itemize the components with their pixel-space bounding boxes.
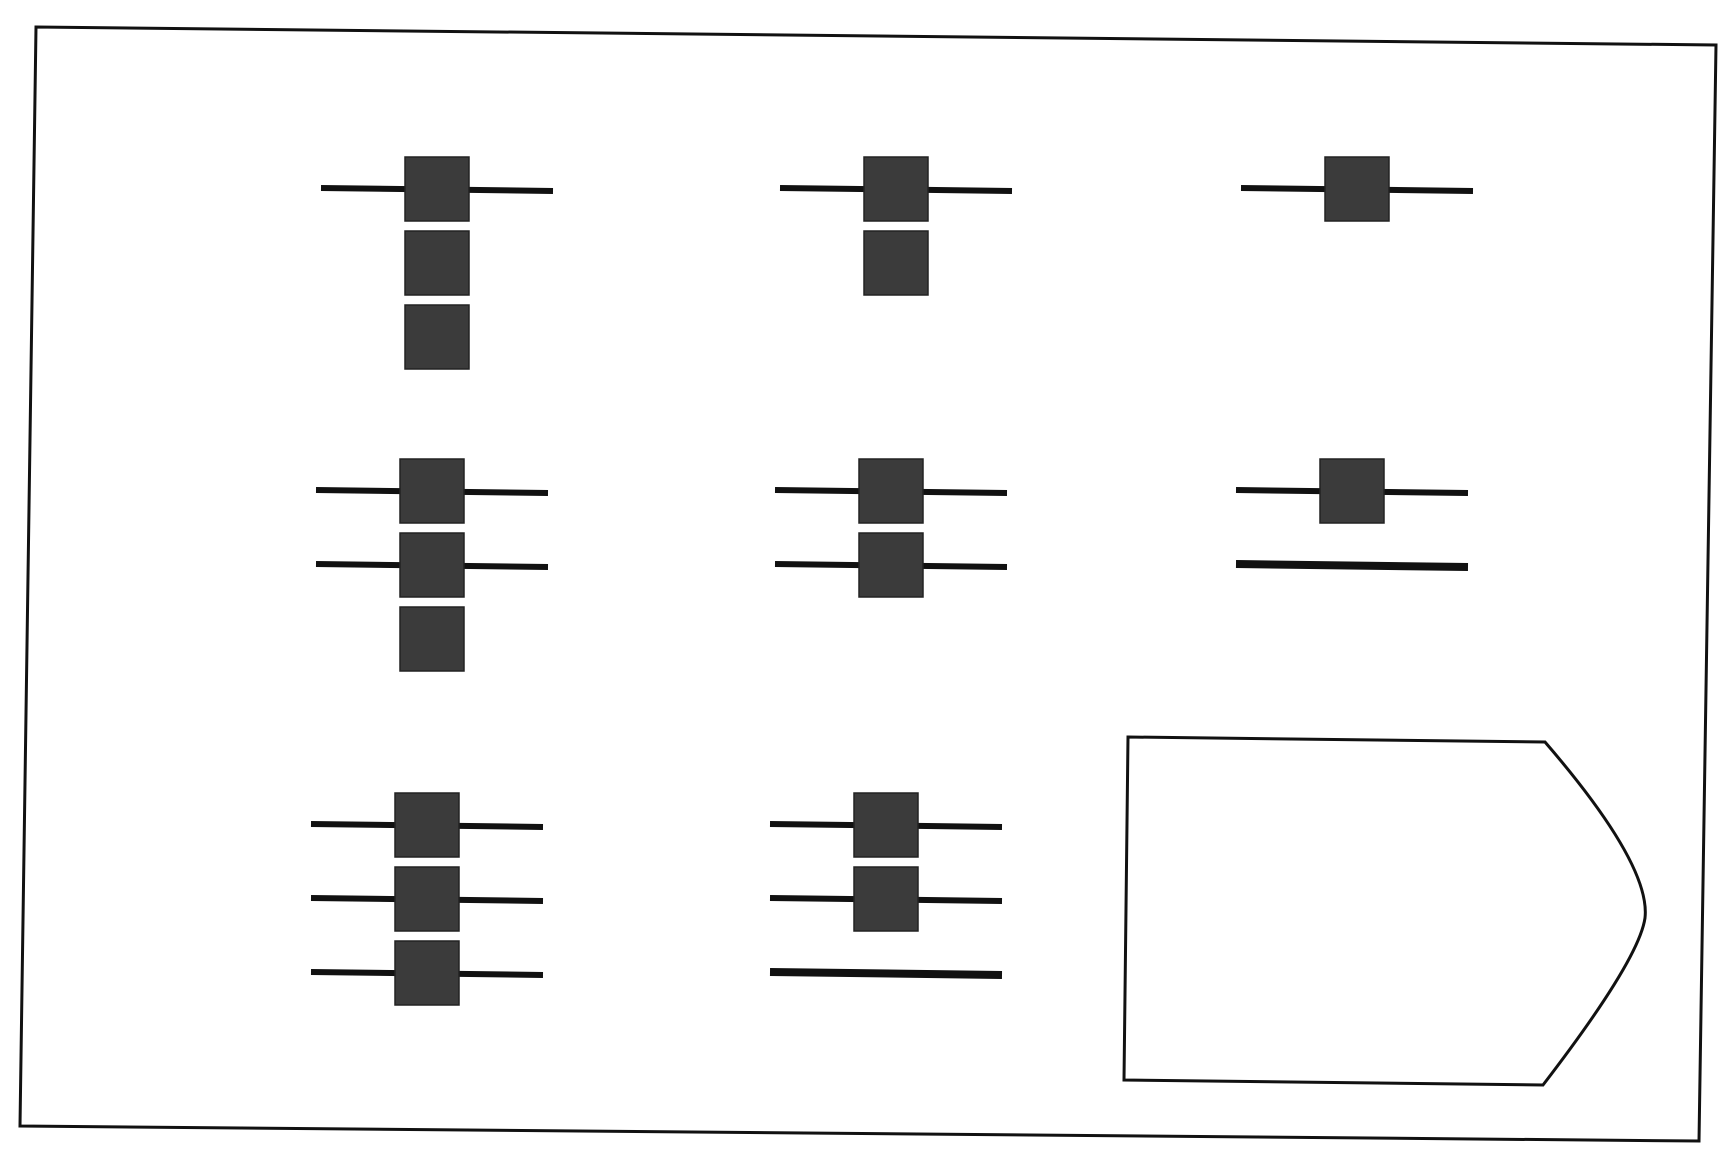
cell-r1-c2 — [779, 156, 1013, 296]
cell-r1-c3 — [1240, 156, 1474, 222]
dark-square — [399, 458, 465, 524]
dark-square — [1324, 156, 1390, 222]
cell-r3-c2 — [769, 792, 1003, 979]
dark-square — [399, 606, 465, 672]
outer-frame — [18, 25, 1718, 1143]
dark-square — [863, 156, 929, 222]
dark-square — [858, 532, 924, 598]
horizontal-bar — [769, 968, 1003, 979]
dark-square — [404, 230, 470, 296]
cell-r1-c1 — [320, 156, 554, 370]
dark-square — [404, 156, 470, 222]
answer-slot — [1122, 735, 1647, 1087]
dark-square — [404, 304, 470, 370]
dark-square — [853, 792, 919, 858]
dark-square — [394, 940, 460, 1006]
horizontal-bar — [1235, 560, 1469, 571]
dark-square — [1319, 458, 1385, 524]
dark-square — [853, 866, 919, 932]
cells-layer — [310, 156, 1474, 1006]
dark-square — [394, 866, 460, 932]
dark-square — [394, 792, 460, 858]
cell-r2-c1 — [315, 458, 549, 672]
cell-r2-c2 — [774, 458, 1008, 598]
dark-square — [863, 230, 929, 296]
cell-r2-c3 — [1235, 458, 1469, 571]
dark-square — [399, 532, 465, 598]
dark-square — [858, 458, 924, 524]
cell-r3-c1 — [310, 792, 544, 1006]
